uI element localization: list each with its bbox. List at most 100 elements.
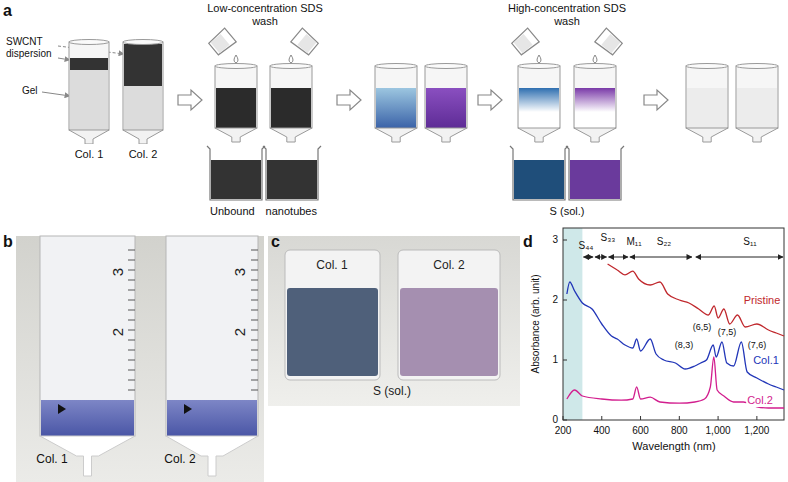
scale-tick <box>251 280 258 281</box>
photo-background <box>16 236 264 482</box>
scale-tick <box>128 310 135 311</box>
tick-label: 3 <box>552 234 558 246</box>
column-body <box>574 66 616 128</box>
scale-tick <box>128 360 135 361</box>
peak-label: (7,6) <box>747 340 768 351</box>
scale-tick <box>128 350 135 351</box>
column: Col. 2 <box>122 38 164 144</box>
tick-label: 600 <box>632 425 649 437</box>
beaker-outline <box>566 146 624 200</box>
column-tip <box>69 130 109 144</box>
beaker-liquid <box>514 34 533 53</box>
axis-tick <box>563 416 564 420</box>
column-tip <box>215 128 257 142</box>
pouring-beaker <box>208 28 236 56</box>
droplet <box>234 55 238 63</box>
column-tip <box>518 128 560 142</box>
peak-label: (7,5) <box>717 327 738 338</box>
beaker-outline <box>291 28 319 56</box>
scale-tick <box>128 260 135 261</box>
column-graphic <box>68 38 110 144</box>
band-label: M₁₁ <box>626 236 641 248</box>
peak-label: (8,3) <box>674 340 695 351</box>
tick-label: 2 <box>552 294 558 306</box>
column-fill <box>687 88 727 128</box>
tick-label: 200 <box>555 425 572 437</box>
column-tip <box>375 128 417 142</box>
band-label: S₂₂ <box>657 236 671 248</box>
beaker-outline <box>263 146 321 200</box>
beaker-outline <box>511 28 539 56</box>
band-range-arrow <box>595 257 607 258</box>
column-rim <box>123 40 163 45</box>
column-rim <box>425 64 467 69</box>
scale-tick <box>251 350 258 351</box>
tick-label: 1 <box>552 354 558 366</box>
scale-tick <box>128 370 135 371</box>
column-tip <box>123 130 163 144</box>
process-arrow <box>478 90 502 110</box>
annotation-text: Col. 2 <box>164 452 195 466</box>
column-fill <box>124 44 162 86</box>
scale-tick <box>251 330 258 331</box>
beaker-liquid <box>267 160 317 199</box>
annotation-text: S (sol.) <box>550 205 585 218</box>
annotation-text: S (sol.) <box>373 384 411 398</box>
column-tip <box>425 128 467 142</box>
column-body <box>425 66 467 128</box>
scale-tick <box>251 250 258 251</box>
scale-tick <box>251 290 258 291</box>
beaker-liquid <box>570 160 620 199</box>
annotation-text: Unbound nanotubes <box>210 205 317 218</box>
axis-tick <box>601 416 602 420</box>
scale-tick <box>128 300 135 301</box>
gel <box>167 400 257 436</box>
column-tip <box>736 128 778 142</box>
column-fill <box>376 88 416 128</box>
beaker-outline <box>208 28 236 56</box>
scale-tick <box>251 320 258 321</box>
column-tip <box>686 128 728 142</box>
scale-tick <box>251 270 258 271</box>
column-body <box>518 66 560 128</box>
beaker-liquid <box>211 160 261 199</box>
column-rim <box>574 64 616 69</box>
column-rim <box>518 64 560 69</box>
axis-tick <box>640 416 641 420</box>
gel-marker <box>184 404 192 414</box>
scale-tick <box>128 330 135 331</box>
scale-tick <box>128 380 135 381</box>
beaker-outline <box>595 28 623 56</box>
tick-label: 0 <box>552 414 558 426</box>
column-body <box>215 66 257 128</box>
column-rim <box>69 40 109 45</box>
column-fill <box>575 88 615 128</box>
column-fill <box>519 88 559 128</box>
column: Col. 1 <box>68 38 110 144</box>
band-label: S₁₁ <box>743 236 756 248</box>
droplet <box>289 55 293 63</box>
axis-title: Absorbance (arb. unit) <box>530 275 542 374</box>
curve-label: Col.1 <box>752 354 780 367</box>
beaker-outline <box>510 146 568 200</box>
scale-tick <box>251 390 258 391</box>
pouring-beaker <box>291 28 319 56</box>
column-fill <box>124 86 162 130</box>
tick-label: 800 <box>671 425 688 437</box>
scale-tick <box>251 300 258 301</box>
column-body <box>736 66 778 128</box>
axis-tick <box>756 416 757 420</box>
scale-mark: 3 <box>231 268 249 276</box>
scale-tick <box>128 290 135 291</box>
column-body <box>686 66 728 128</box>
gel-marker <box>58 404 66 414</box>
scale-tick <box>128 340 135 341</box>
scale-tick <box>128 390 135 391</box>
column-tip <box>574 128 616 142</box>
syringe-barrel <box>40 236 135 436</box>
column-tip <box>270 128 312 142</box>
scale-tick <box>251 380 258 381</box>
axis-tick <box>563 300 567 301</box>
column-graphic <box>122 38 164 144</box>
